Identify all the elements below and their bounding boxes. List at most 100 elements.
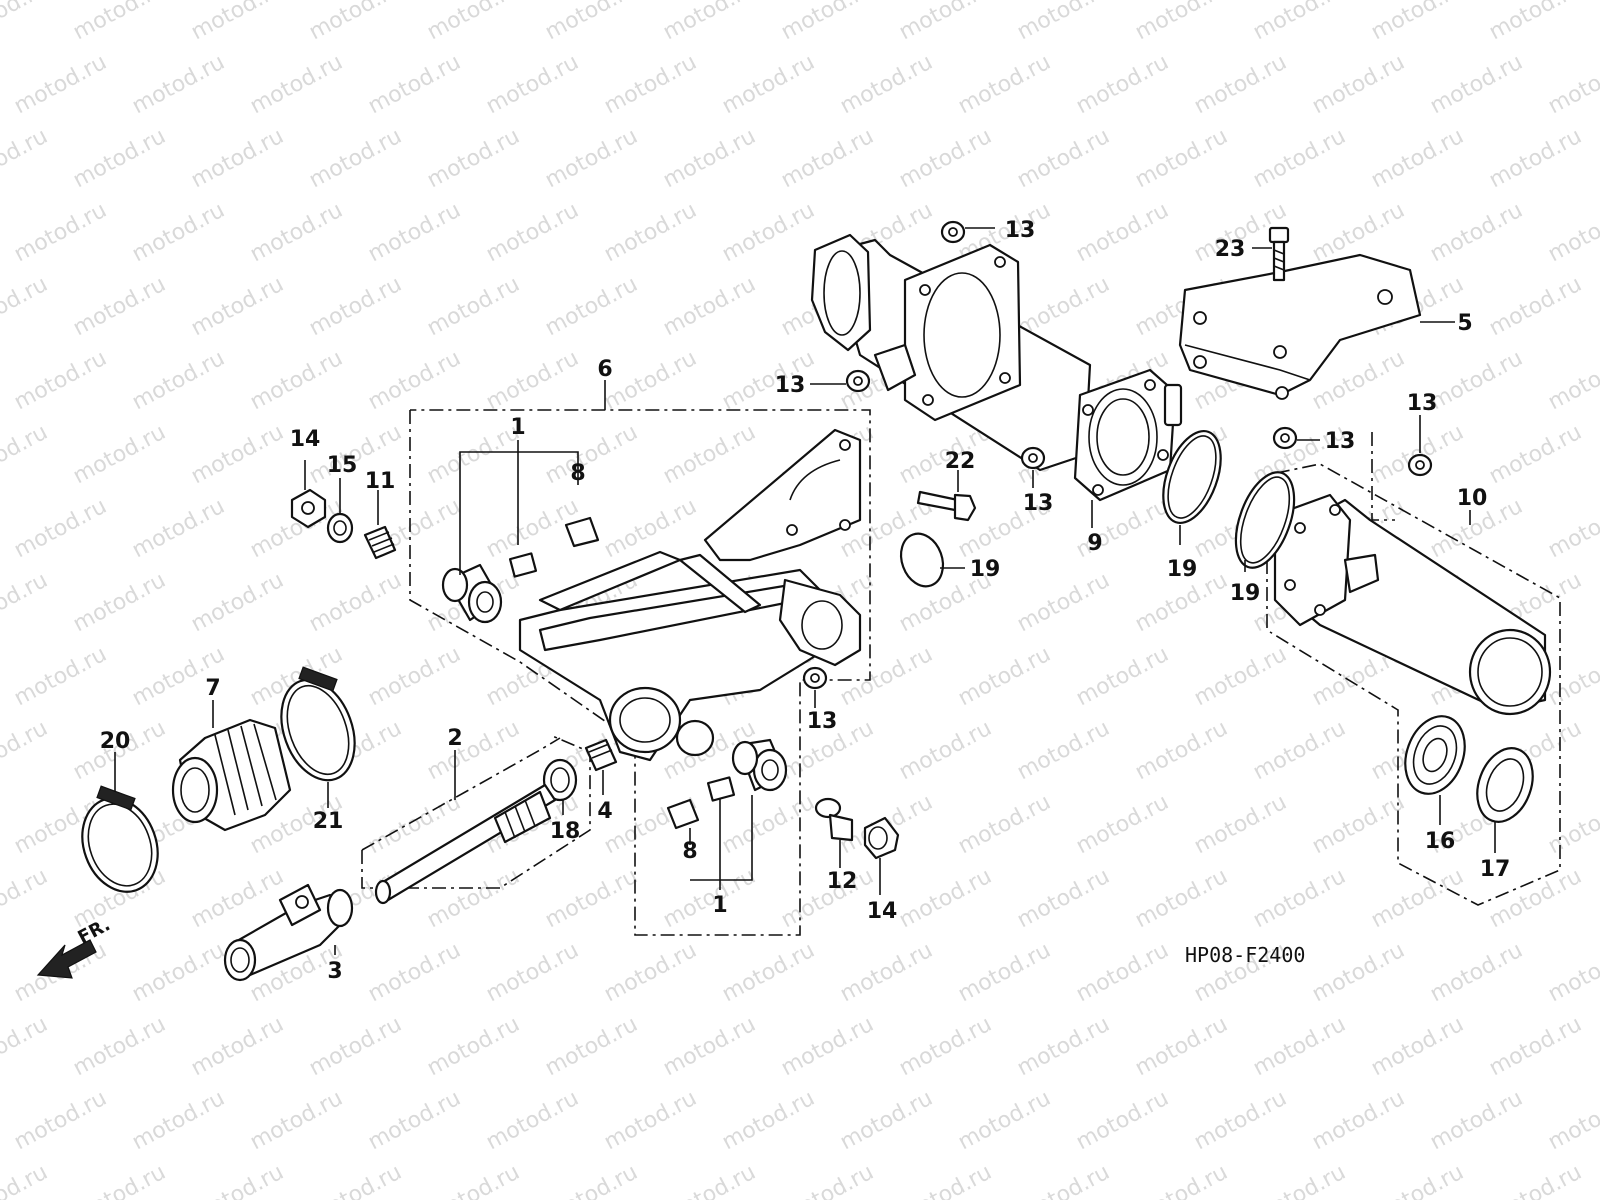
- callout-13: 13: [1005, 218, 1036, 243]
- watermark-text: motod.ru: [69, 272, 170, 341]
- callout-18: 18: [550, 819, 581, 844]
- watermark-text: motod.ru: [187, 568, 288, 637]
- watermark-text: motod.ru: [1367, 864, 1468, 933]
- watermark-text: motod.ru: [1190, 1086, 1291, 1155]
- drawing-code: HP08-F2400: [1185, 943, 1305, 967]
- watermark-text: motod.ru: [1308, 790, 1409, 859]
- callout-11: 11: [365, 469, 396, 494]
- watermark-text: motod.ru: [69, 420, 170, 489]
- watermark-text: motod.ru: [659, 0, 760, 45]
- watermark-text: motod.ru: [0, 272, 52, 341]
- watermark-text: motod.ru: [541, 124, 642, 193]
- callout-13: 13: [807, 709, 838, 734]
- nut: [802, 666, 828, 690]
- watermark-text: motod.ru: [482, 346, 583, 415]
- watermark-text: motod.ru: [541, 864, 642, 933]
- watermark-text: motod.ru: [128, 494, 229, 563]
- watermark-text: motod.ru: [659, 420, 760, 489]
- watermark-text: motod.ru: [600, 1086, 701, 1155]
- watermark-text: motod.ru: [1249, 124, 1350, 193]
- flange-bolt: [916, 490, 977, 522]
- watermark-text: motod.ru: [777, 0, 878, 45]
- callout-16: 16: [1425, 829, 1456, 854]
- leader-lines: [114, 227, 1496, 955]
- watermark-text: motod.ru: [718, 1086, 819, 1155]
- watermark-text: motod.ru: [1544, 790, 1600, 859]
- watermark-text: motod.ru: [305, 1160, 406, 1200]
- watermark-text: motod.ru: [777, 124, 878, 193]
- callout-22: 22: [945, 449, 976, 474]
- callout-14: 14: [290, 427, 321, 452]
- nut: [1020, 446, 1046, 470]
- watermark-text: motod.ru: [0, 124, 52, 193]
- callout-9: 9: [1087, 531, 1102, 556]
- watermark-text: motod.ru: [1426, 50, 1527, 119]
- watermark-text: motod.ru: [423, 1012, 524, 1081]
- bearing: [1404, 715, 1466, 795]
- callout-8: 8: [682, 839, 697, 864]
- shaft-group-bracket: [361, 734, 591, 889]
- watermark-text: motod.ru: [0, 716, 52, 785]
- watermark-text: motod.ru: [954, 1086, 1055, 1155]
- bushing: [441, 563, 503, 624]
- watermark-text: motod.ru: [1544, 494, 1600, 563]
- watermark-text: motod.ru: [0, 1160, 52, 1200]
- watermark-text: motod.ru: [305, 568, 406, 637]
- watermark-text: motod.ru: [305, 124, 406, 193]
- watermark-text: motod.ru: [364, 1086, 465, 1155]
- watermark-text: motod.ru: [305, 272, 406, 341]
- watermark-text: motod.ru: [364, 50, 465, 119]
- watermark-text: motod.ru: [69, 1012, 170, 1081]
- callout-8: 8: [570, 461, 585, 486]
- watermark-text: motod.ru: [1190, 790, 1291, 859]
- nut: [940, 220, 966, 244]
- watermark-text: motod.ru: [600, 198, 701, 267]
- watermark-text: motod.ru: [423, 0, 524, 45]
- watermark-text: motod.ru: [541, 1160, 642, 1200]
- callout-4: 4: [597, 799, 612, 824]
- watermark-text: motod.ru: [1544, 346, 1600, 415]
- watermark-text: motod.ru: [1013, 864, 1114, 933]
- watermark-text: motod.ru: [187, 272, 288, 341]
- watermark-text: motod.ru: [69, 1160, 170, 1200]
- watermark-text: motod.ru: [600, 346, 701, 415]
- o-ring: [899, 532, 945, 588]
- watermark-text: motod.ru: [305, 0, 406, 45]
- watermark-text: motod.ru: [541, 1012, 642, 1081]
- watermark-text: motod.ru: [1426, 1086, 1527, 1155]
- watermark-text: motod.ru: [1072, 938, 1173, 1007]
- watermark-text: motod.ru: [1485, 1012, 1586, 1081]
- watermark-text: motod.ru: [0, 0, 52, 45]
- nut: [845, 369, 871, 393]
- shim: [508, 516, 600, 578]
- watermark-text: motod.ru: [541, 0, 642, 45]
- watermark-text: motod.ru: [187, 1160, 288, 1200]
- watermark-text: motod.ru: [423, 716, 524, 785]
- watermark-text: motod.ru: [1544, 198, 1600, 267]
- callout-19: 19: [970, 557, 1001, 582]
- watermark-text: motod.ru: [128, 50, 229, 119]
- watermark-text: motod.ru: [364, 346, 465, 415]
- watermark-text: motod.ru: [1072, 642, 1173, 711]
- watermark-text: motod.ru: [482, 198, 583, 267]
- watermark-text: motod.ru: [895, 716, 996, 785]
- watermark-text: motod.ru: [246, 50, 347, 119]
- watermark-text: motod.ru: [1013, 568, 1114, 637]
- callout-3: 3: [327, 959, 342, 984]
- watermark-text: motod.ru: [659, 1160, 760, 1200]
- watermark-text: motod.ru: [895, 1160, 996, 1200]
- grease-fitting: [814, 797, 854, 842]
- callout-labels: 1 1 2 3 4 5 6 7 8 8 9 10 11 12 13 13 13 …: [100, 218, 1511, 984]
- watermark-text: motod.ru: [364, 938, 465, 1007]
- o-ring: [1234, 471, 1296, 569]
- watermark-text: motod.ru: [364, 642, 465, 711]
- watermark-text: motod.ru: [1249, 716, 1350, 785]
- watermark-text: motod.ru: [128, 1086, 229, 1155]
- watermark-text: motod.ru: [423, 864, 524, 933]
- watermark-text: motod.ru: [10, 1086, 111, 1155]
- watermark-text: motod.ru: [246, 1086, 347, 1155]
- watermark-text: motod.ru: [1308, 938, 1409, 1007]
- watermark-text: motod.ru: [1131, 0, 1232, 45]
- axle-housing: [1273, 493, 1552, 716]
